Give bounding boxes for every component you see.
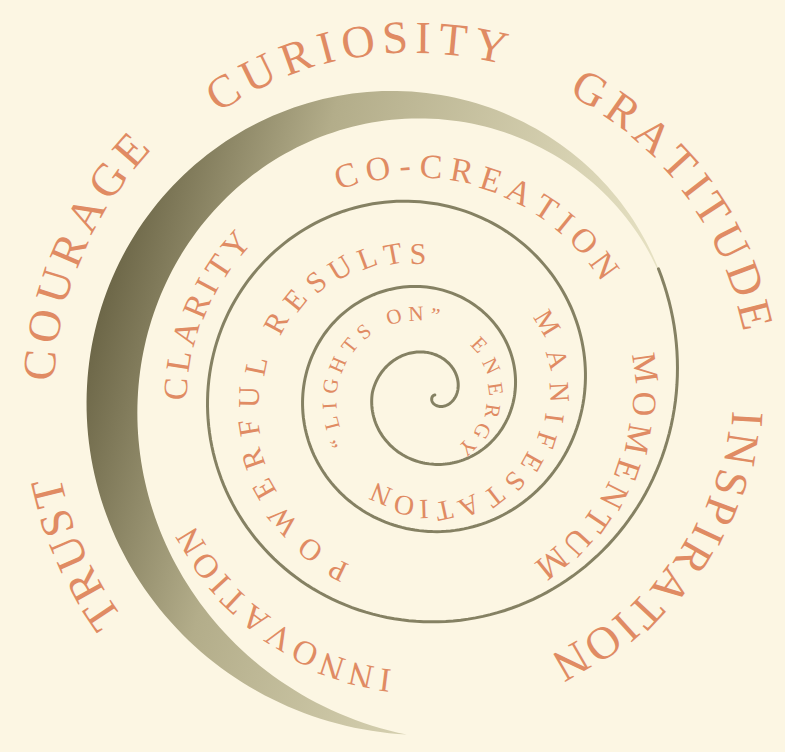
word-letter: T — [433, 495, 456, 526]
word-letter: A — [501, 171, 538, 212]
word-letter: N — [346, 656, 377, 694]
word-letter: A — [454, 489, 484, 523]
word-letter: E — [247, 474, 282, 505]
word-letter: T — [338, 335, 362, 358]
word-letter: U — [323, 250, 357, 287]
word-letter: E — [516, 448, 549, 477]
word-letter: E — [476, 160, 506, 199]
word-letter: “ — [327, 433, 350, 451]
word-letter: R — [258, 307, 294, 339]
word-letter: O — [19, 305, 71, 347]
word-letter: N — [315, 646, 349, 686]
word-letter: W — [262, 501, 303, 542]
word-letter — [249, 335, 280, 352]
word-letter: N — [408, 303, 424, 325]
word-letter: ” — [428, 305, 441, 327]
word-letter: I — [312, 24, 339, 72]
word-letter: R — [447, 153, 475, 191]
word-letter: E — [483, 381, 506, 397]
word-letter: L — [161, 348, 198, 374]
word-letter — [370, 313, 385, 334]
word-letter: A — [166, 317, 205, 350]
word-letter: A — [541, 345, 574, 372]
word-letter: M — [626, 351, 664, 386]
word-letter: T — [437, 15, 469, 63]
word-letter: O — [292, 532, 327, 569]
word-letter: G — [320, 377, 343, 395]
word-letter: O — [363, 150, 393, 188]
word-letter: Y — [470, 20, 512, 72]
word-letter: P — [323, 553, 351, 587]
word-letter: I — [540, 411, 569, 424]
word-letter: S — [299, 266, 331, 300]
word-letter: E — [467, 333, 491, 357]
word-letter: M — [528, 305, 565, 341]
word-letter: I — [723, 410, 770, 428]
word-letter: O — [383, 305, 404, 330]
word-letter: O — [627, 391, 661, 416]
word-letter: L — [320, 414, 344, 432]
word-letter: I — [377, 663, 392, 698]
word-letter: S — [499, 466, 530, 496]
word-letter: R — [480, 403, 503, 420]
word-letter: I — [319, 401, 340, 409]
word-letter: C — [418, 149, 442, 184]
word-letter: R — [236, 444, 271, 473]
word-letter: Y — [454, 435, 480, 461]
word-letter: N — [478, 355, 503, 378]
word-letter: H — [326, 353, 351, 375]
word-letter: L — [239, 354, 272, 378]
word-letter: E — [277, 284, 312, 317]
word-letter: S — [381, 14, 410, 62]
word-letter: R — [274, 31, 319, 85]
word-letter: C — [158, 376, 193, 400]
word-letter: I — [416, 15, 432, 61]
word-letter: O — [391, 489, 415, 520]
word-letter: E — [608, 455, 647, 486]
word-letter: S — [353, 321, 375, 345]
word-letter: S — [409, 239, 426, 269]
word-letter: O — [337, 16, 378, 67]
word-letter: F — [232, 418, 264, 439]
word-letter: E — [729, 295, 781, 334]
word-letter: N — [367, 477, 396, 511]
word-letter: I — [419, 495, 429, 523]
spiral-line — [208, 201, 678, 622]
word-letter: N — [544, 381, 573, 403]
word-letter: C — [15, 347, 64, 382]
word-letter: L — [353, 241, 381, 276]
word-letter: T — [381, 238, 405, 271]
word-letter: T — [479, 479, 510, 512]
word-letter: C — [330, 156, 362, 195]
word-letter: F — [531, 428, 562, 451]
word-letter: N — [716, 429, 766, 469]
word-letter: M — [619, 421, 658, 457]
word-letter: G — [470, 420, 496, 443]
word-letter: - — [398, 149, 412, 184]
word-letter: U — [234, 386, 264, 408]
word-letter: U — [28, 264, 82, 309]
